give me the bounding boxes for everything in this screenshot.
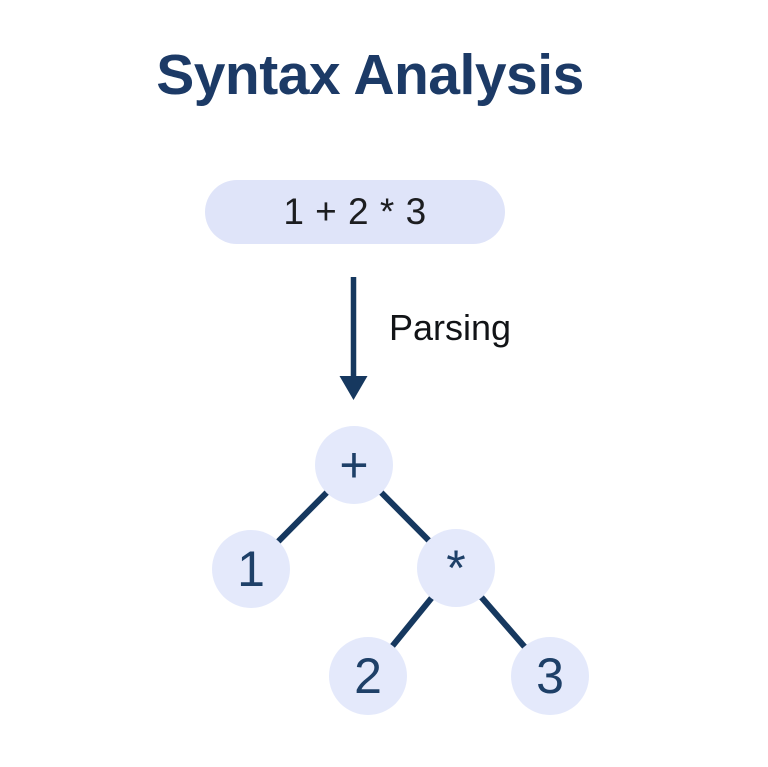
expression-pill: 1 + 2 * 3 <box>205 180 505 244</box>
page-title: Syntax Analysis <box>156 43 584 107</box>
tree-node-one: 1 <box>212 530 290 608</box>
tree-node-two-label: 2 <box>354 648 382 704</box>
tree-node-plus: + <box>315 426 393 504</box>
tree-node-star-label: * <box>446 540 466 596</box>
expression-text: 1 + 2 * 3 <box>283 191 427 232</box>
tree-node-one-label: 1 <box>237 541 265 597</box>
tree-node-star: * <box>417 529 495 607</box>
tree-node-three: 3 <box>511 637 589 715</box>
tree-node-three-label: 3 <box>536 648 564 704</box>
parsing-label: Parsing <box>389 307 512 348</box>
parsing-arrow-head-icon <box>339 376 368 400</box>
tree-node-two: 2 <box>329 637 407 715</box>
tree-node-plus-label: + <box>339 437 369 493</box>
